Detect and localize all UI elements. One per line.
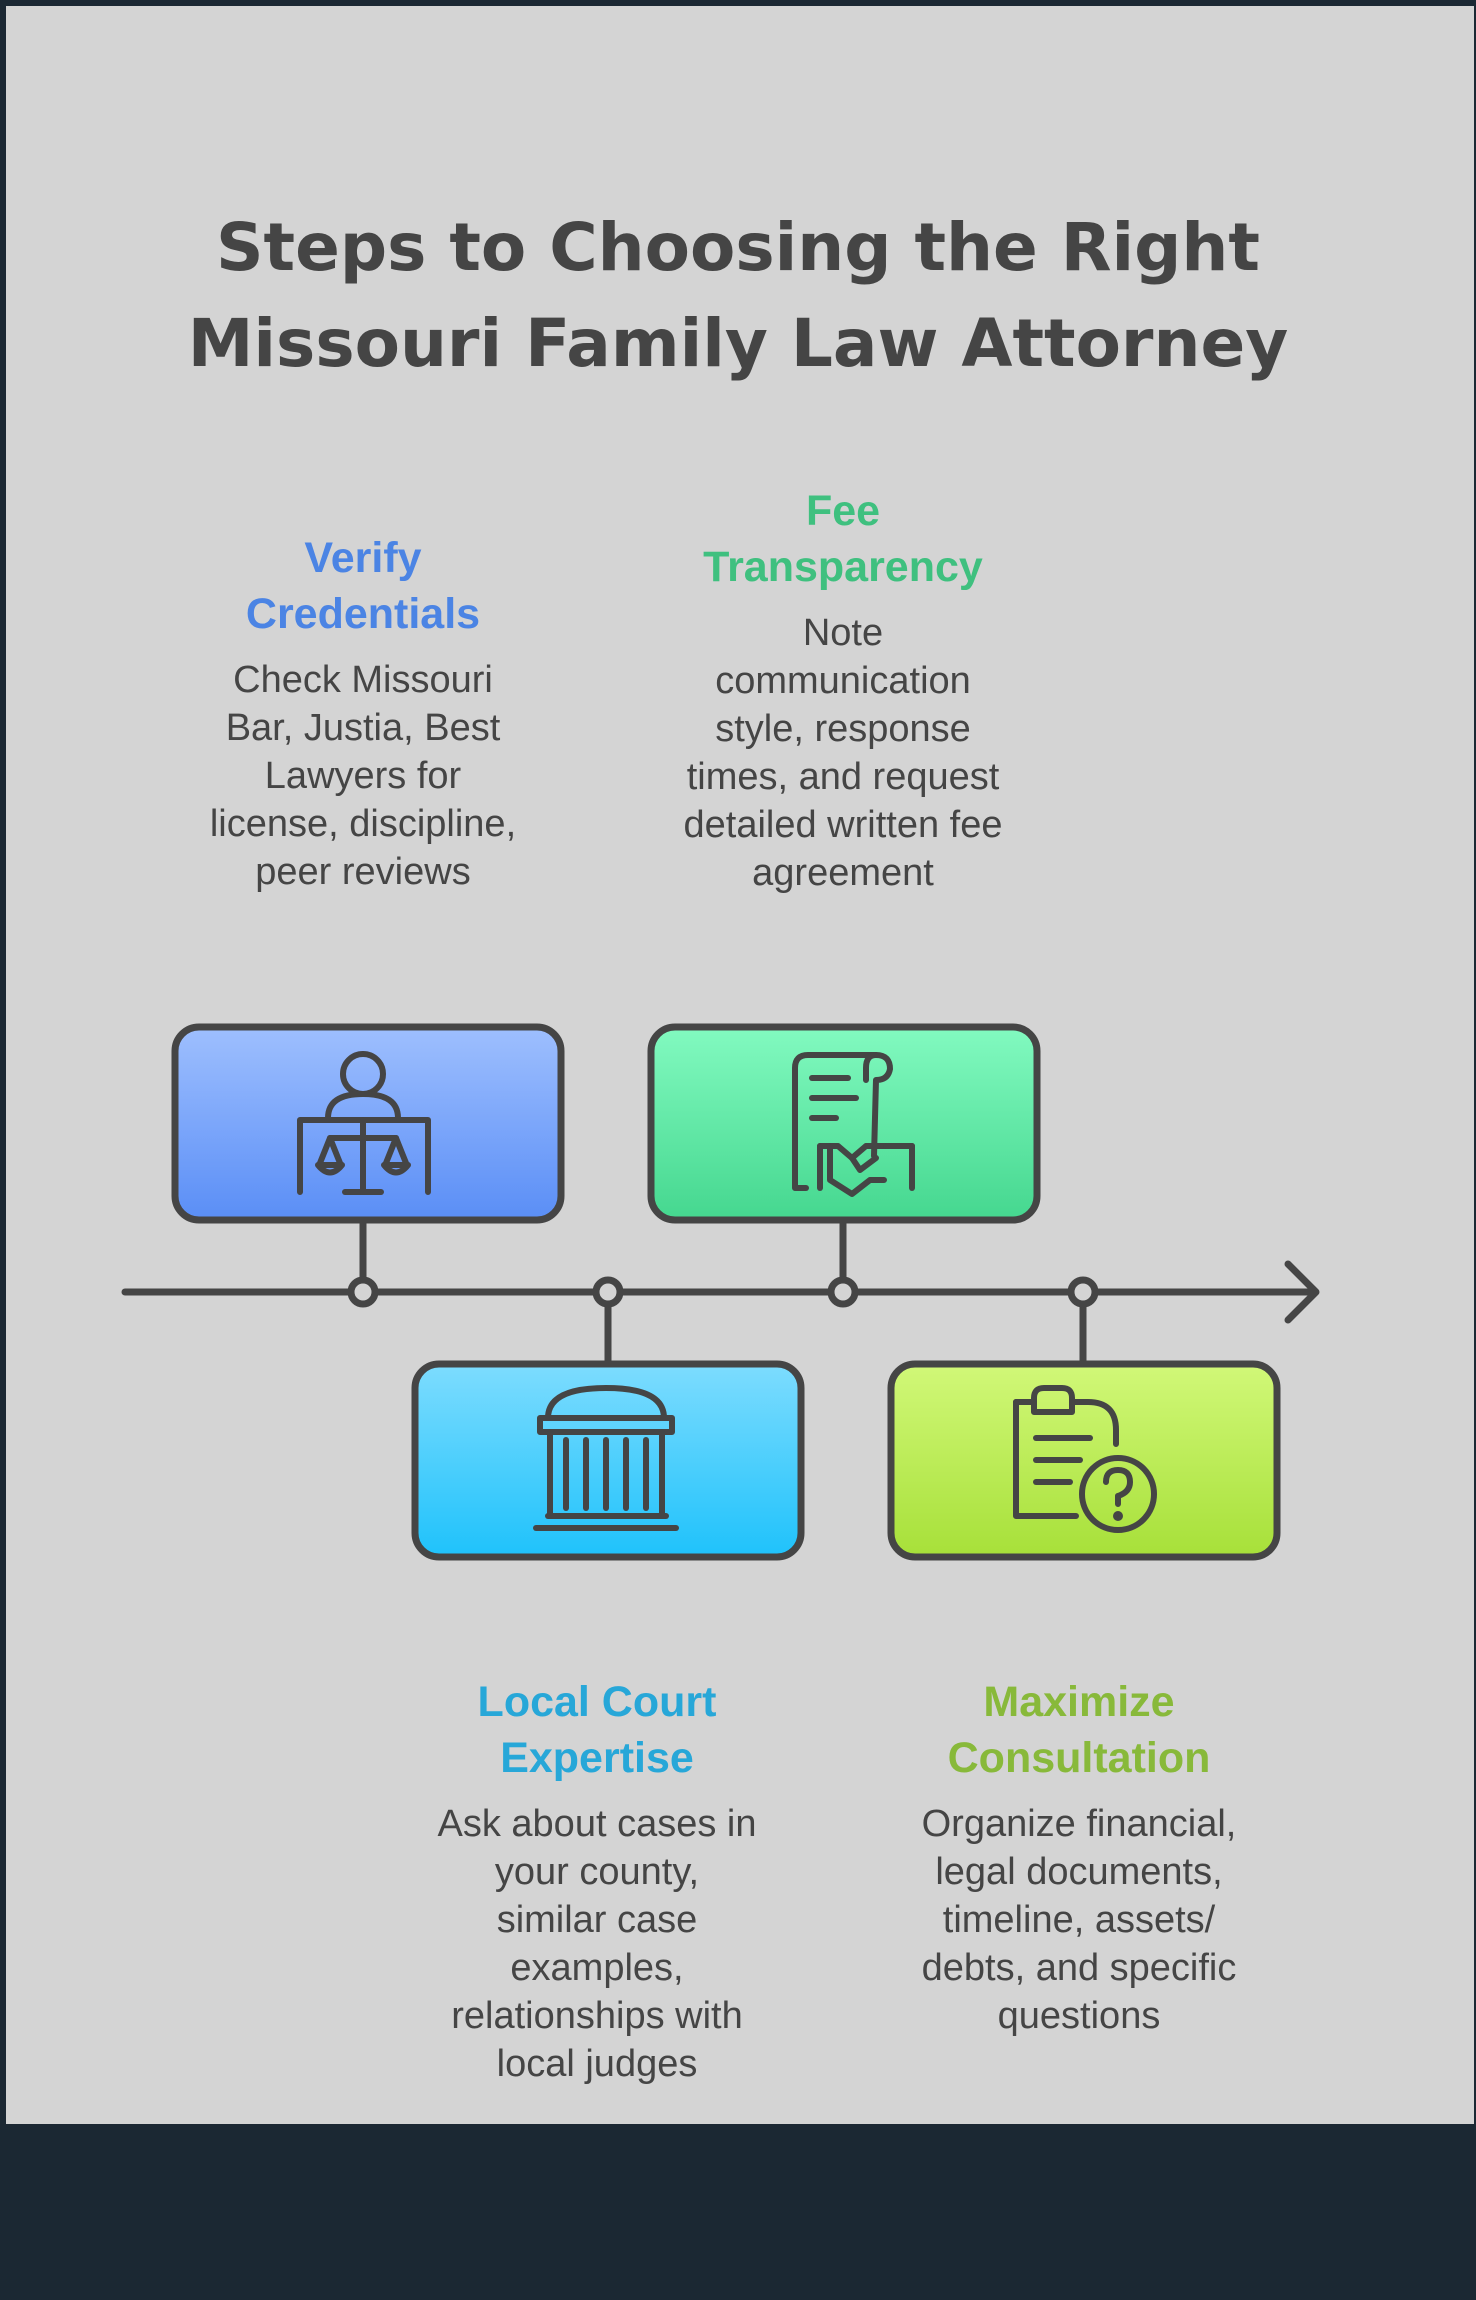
step-heading-line: Maximize [983, 1678, 1175, 1726]
step-description: Ask about cases in your county, similar … [407, 1800, 787, 2088]
timeline-node [347, 1276, 379, 1308]
timeline-arrow-head [1284, 1260, 1320, 1324]
step-description-line: timeline, assets/ [942, 1899, 1216, 1941]
step-heading-line: Credentials [245, 590, 481, 638]
step-description: Organize financial, legal documents, tim… [889, 1800, 1269, 2040]
step-heading-line: Consultation [947, 1734, 1211, 1782]
footer-bar [0, 2124, 1476, 2300]
courthouse-icon [533, 1385, 679, 1531]
step-heading-line: Expertise [500, 1734, 694, 1782]
step-description-line: Lawyers for [264, 755, 462, 797]
step-heading: Local Court Expertise [407, 1674, 787, 1786]
step-box-verify-credentials [171, 1023, 565, 1224]
step-description-line: legal documents, [935, 1851, 1223, 1893]
step-heading-line: Transparency [703, 543, 983, 591]
step-heading-line: Verify [304, 534, 422, 582]
title-line: Steps to Choosing the Right [216, 209, 1260, 286]
step-description-line: communication [715, 660, 971, 702]
step-description-line: similar case [496, 1899, 698, 1941]
step-heading: Verify Credentials [173, 530, 553, 642]
step-verify-credentials: Verify Credentials Check Missouri Bar, J… [173, 530, 553, 896]
step-description-line: relationships with [451, 1995, 743, 2037]
step-description-line: Check Missouri [233, 659, 493, 701]
step-description-line: questions [997, 1995, 1161, 2037]
step-description-line: Note [802, 612, 884, 654]
step-description-line: license, discipline, [209, 803, 517, 845]
step-box-maximize-consultation [887, 1360, 1281, 1561]
step-heading: Fee Transparency [653, 483, 1033, 595]
timeline-node [592, 1276, 624, 1308]
step-description-line: debts, and specific [921, 1947, 1237, 1989]
title-line: Missouri Family Law Attorney [187, 305, 1289, 382]
timeline-diagram [121, 1023, 1320, 1561]
step-description-line: detailed written fee [683, 804, 1003, 846]
step-maximize-consultation: Maximize Consultation Organize financial… [889, 1674, 1269, 2040]
step-description-line: agreement [752, 852, 934, 894]
step-description-line: Bar, Justia, Best [225, 707, 501, 749]
step-description-line: peer reviews [255, 851, 471, 893]
step-box-fee-transparency [647, 1023, 1041, 1224]
timeline-node [827, 1276, 859, 1308]
step-description-line: local judges [496, 2043, 698, 2085]
step-description: Note communication style, response times… [653, 609, 1033, 897]
step-heading-line: Fee [805, 487, 881, 535]
step-description: Check Missouri Bar, Justia, Best Lawyers… [173, 656, 553, 896]
lawyer-scales-icon [297, 1051, 431, 1195]
step-heading-line: Local Court [477, 1678, 717, 1726]
page-title: Steps to Choosing the Right Missouri Fam… [0, 200, 1476, 392]
step-description-line: Organize financial, [921, 1803, 1237, 1845]
contract-handshake-icon [792, 1052, 915, 1197]
step-local-court-expertise: Local Court Expertise Ask about cases in… [407, 1674, 787, 2088]
step-description-line: times, and request [686, 756, 1000, 798]
step-description-line: examples, [510, 1947, 684, 1989]
step-description-line: your county, [494, 1851, 700, 1893]
step-description-line: style, response [715, 708, 971, 750]
step-description-line: Ask about cases in [437, 1803, 757, 1845]
clipboard-question-icon [1013, 1385, 1157, 1533]
timeline-node [1067, 1276, 1099, 1308]
step-fee-transparency: Fee Transparency Note communication styl… [653, 483, 1033, 897]
step-heading: Maximize Consultation [889, 1674, 1269, 1786]
